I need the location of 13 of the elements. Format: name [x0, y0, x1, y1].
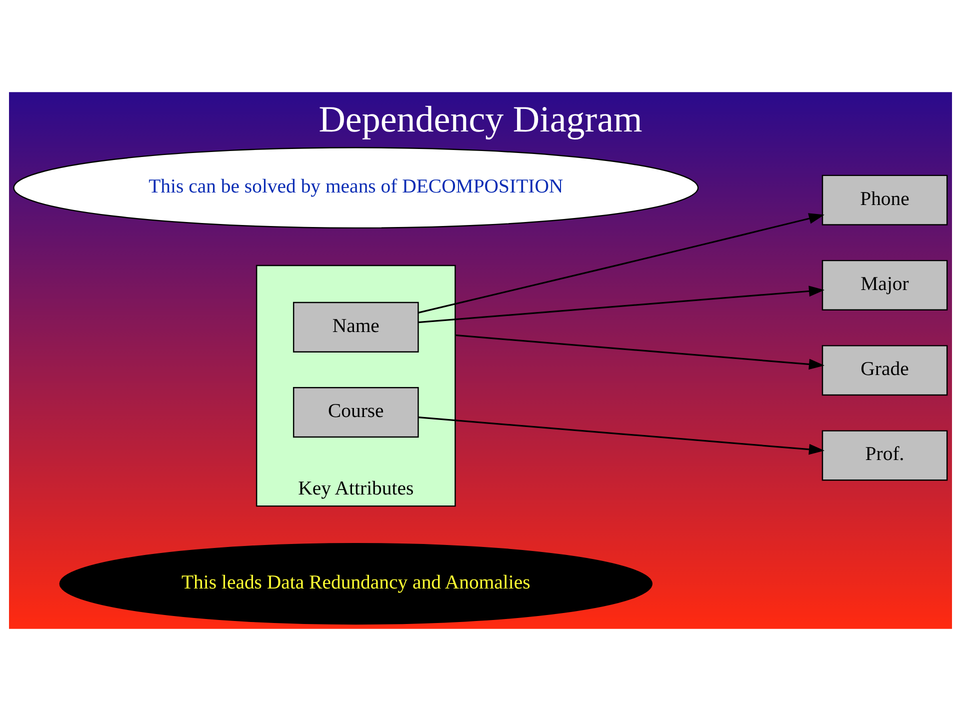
node-ellipse: This leads Data Redundancy and Anomalies	[58, 542, 652, 624]
node-box: Phone	[821, 174, 948, 225]
arrow	[418, 416, 824, 454]
node-box: Major	[821, 259, 948, 310]
node-box: Grade	[821, 344, 948, 396]
arrow	[418, 212, 824, 313]
node-box: Prof.	[821, 430, 948, 480]
node-box: Course	[292, 386, 418, 438]
node-box: Name	[292, 301, 418, 352]
arrow	[454, 334, 824, 370]
diagram-title: Dependency Diagram	[318, 99, 642, 140]
arrow	[418, 285, 824, 323]
node-ellipse: This can be solved by means of DECOMPOSITION	[12, 146, 698, 228]
